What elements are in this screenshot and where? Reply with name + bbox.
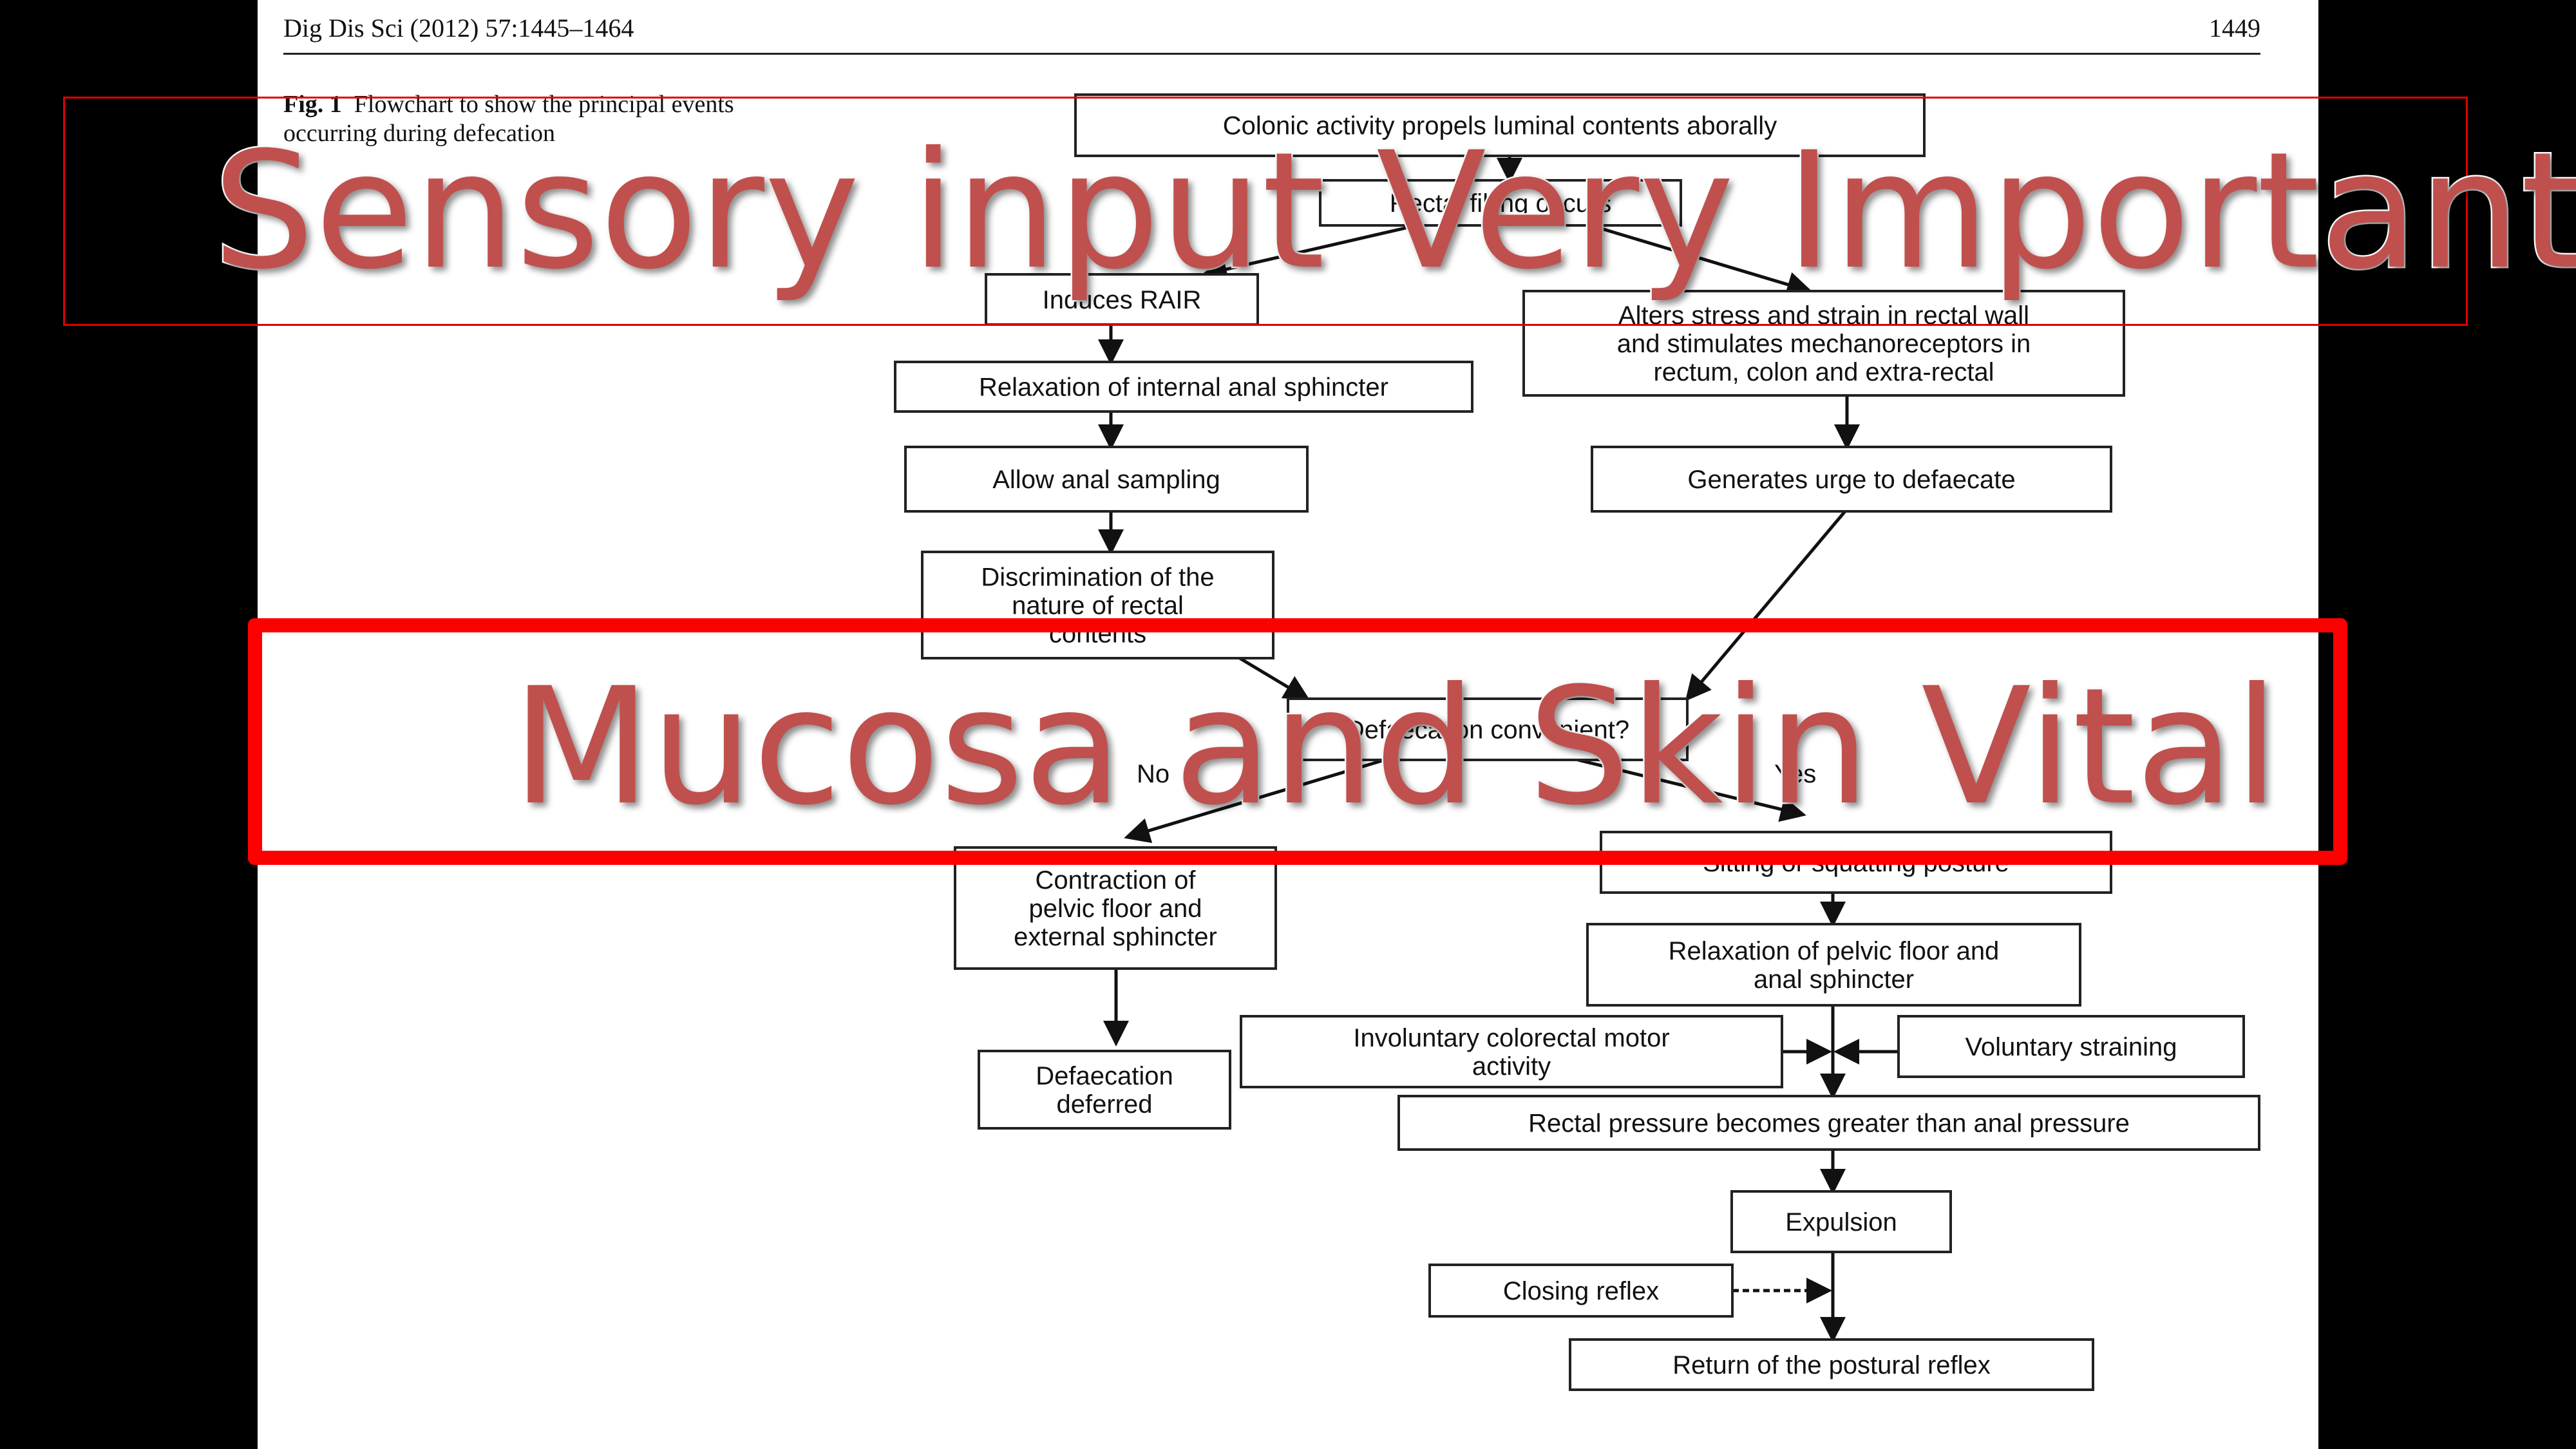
- flow-node-text: and stimulates mechanoreceptors in: [1617, 330, 2031, 358]
- flow-node-text: Defaecation: [1036, 1062, 1173, 1090]
- flow-arrow: [1590, 223, 1813, 298]
- flow-node-text: anal sphincter: [1754, 965, 1914, 994]
- flow-node-text: Return of the postural reflex: [1672, 1351, 1991, 1379]
- flow-node-text: Relaxation of internal anal sphincter: [979, 374, 1388, 402]
- flow-node-text: Expulsion: [1785, 1208, 1897, 1236]
- flow-node-text: Induces RAIR: [1043, 286, 1202, 314]
- journal-citation: Dig Dis Sci (2012) 57:1445–1464: [283, 14, 634, 43]
- flow-node-text: Rectal pressure becomes greater than ana…: [1528, 1110, 2130, 1138]
- flow-node-box: [1586, 923, 2081, 1007]
- flow-node-box: [1897, 1015, 2245, 1078]
- flow-node-voluntary: Voluntary straining: [1897, 1015, 2245, 1078]
- sensory-input-banner-frame: [63, 97, 2468, 326]
- flow-arrow: [1124, 758, 1385, 844]
- flow-node-colonic-activity: Colonic activity propels luminal content…: [1074, 93, 1926, 157]
- sensory-input-banner-text: Sensory input Very Important: [211, 117, 2576, 305]
- flow-node-text: rectum, colon and extra-rectal: [1653, 358, 1994, 386]
- flow-node-text: pelvic floor and: [1028, 895, 1202, 923]
- flow-node-box: [1730, 1190, 1952, 1253]
- flow-node-text: Discrimination of the: [981, 564, 1214, 592]
- flow-node-text: activity: [1472, 1052, 1551, 1081]
- mucosa-skin-banner-text: Mucosa and Skin Vital: [511, 653, 2281, 840]
- flow-node-text: Relaxation of pelvic floor and: [1669, 937, 2000, 965]
- flow-node-text: Rectal filling occurs: [1390, 189, 1612, 218]
- flow-node-box: [978, 1050, 1231, 1130]
- decision-label-no: No: [1137, 760, 1170, 788]
- figure-caption-text: Flowchart to show the principal events o…: [283, 91, 734, 147]
- flow-node-text: external sphincter: [1014, 923, 1217, 951]
- decision-label-yes: Yes: [1774, 760, 1816, 788]
- flow-node-text: Involuntary colorectal motor: [1353, 1024, 1669, 1052]
- flow-node-rectal-filling: Rectal filling occurs: [1319, 179, 1682, 227]
- flow-node-rectal-pressure: Rectal pressure becomes greater than ana…: [1397, 1095, 2260, 1151]
- flow-node-text: nature of rectal: [1012, 592, 1184, 620]
- header-divider: [283, 53, 2260, 55]
- flow-node-box: [1522, 290, 2125, 397]
- flow-node-box: [1287, 697, 1689, 761]
- flow-node-box: [954, 846, 1277, 970]
- flow-node-urge: Generates urge to defaecate: [1591, 446, 2112, 513]
- flow-node-box: [904, 446, 1309, 513]
- flow-node-box: [1074, 93, 1926, 157]
- flow-node-induces-rair: Induces RAIR: [985, 273, 1259, 326]
- flow-node-text: Generates urge to defaecate: [1687, 466, 2015, 494]
- flow-node-alters-stress: Alters stress and strain in rectal walla…: [1522, 290, 2125, 397]
- flow-node-box: [1397, 1095, 2260, 1151]
- figure-caption: Fig. 1 Flowchart to show the principal e…: [283, 90, 734, 148]
- flow-node-box: [985, 273, 1259, 326]
- page-number: 1449: [2209, 14, 2260, 43]
- flow-node-postural: Return of the postural reflex: [1569, 1338, 2094, 1391]
- flow-node-closing: Closing reflex: [1428, 1264, 1734, 1318]
- flow-arrow: [1238, 656, 1311, 701]
- flow-node-text: Allow anal sampling: [992, 466, 1220, 494]
- flow-node-text: Defaecation convenient?: [1346, 716, 1629, 744]
- flow-node-convenient: Defaecation convenient?: [1287, 697, 1689, 761]
- flow-node-box: [1240, 1015, 1783, 1088]
- flow-node-box: [894, 361, 1473, 413]
- flow-node-text: deferred: [1057, 1090, 1153, 1119]
- flow-node-text: Contraction of: [1035, 866, 1196, 895]
- flow-node-relax-internal: Relaxation of internal anal sphincter: [894, 361, 1473, 413]
- flow-node-box: [921, 551, 1274, 659]
- flow-node-box: [1428, 1264, 1734, 1318]
- flow-arrow: [1201, 223, 1417, 282]
- flow-node-text: Closing reflex: [1503, 1277, 1659, 1305]
- flow-arrow: [1577, 758, 1806, 822]
- flow-node-anal-sampling: Allow anal sampling: [904, 446, 1309, 513]
- flow-node-box: [1591, 446, 2112, 513]
- mucosa-skin-banner-frame: [248, 618, 2347, 865]
- flow-node-box: [1319, 179, 1682, 227]
- figure-label: Fig. 1: [283, 91, 342, 118]
- flow-arrow: [1685, 510, 1846, 701]
- flow-node-text: Voluntary straining: [1965, 1033, 2177, 1061]
- flow-node-text: Colonic activity propels luminal content…: [1223, 112, 1777, 140]
- flow-node-box: [1569, 1338, 2094, 1391]
- flow-node-expulsion: Expulsion: [1730, 1190, 1952, 1253]
